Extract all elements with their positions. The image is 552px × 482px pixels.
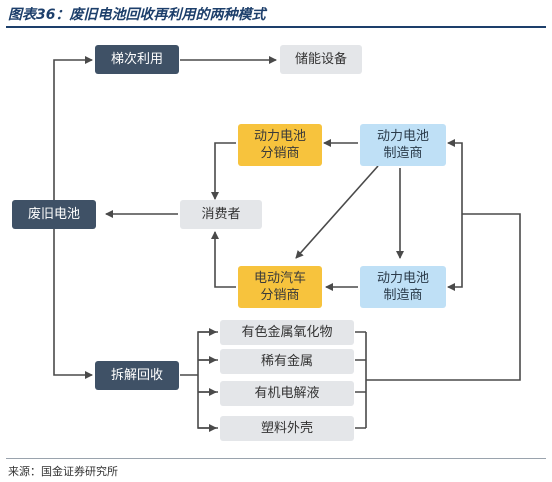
- node-cascade-use: 梯次利用: [95, 45, 179, 74]
- arrow-dismantle-to-products: [180, 331, 218, 429]
- node-battery-maker-top: 动力电池 制造商: [360, 124, 446, 166]
- node-energy-storage: 储能设备: [280, 45, 362, 74]
- source-note: 来源：国金证券研究所: [8, 465, 118, 478]
- node-consumer: 消费者: [180, 200, 262, 229]
- footer-rule: [6, 458, 546, 459]
- arrow-ev-distributor-to-consumer: [211, 231, 236, 288]
- arrow-maker-top-to-ev-distributor: [295, 165, 379, 259]
- arrow-loop-to-maker-top: [447, 139, 463, 214]
- arrow-distributor-to-consumer: [211, 142, 236, 200]
- arrow-loop-to-maker-bottom: [447, 214, 463, 291]
- arrow-waste-to-dismantle: [53, 228, 93, 379]
- node-organic-electrolyte: 有机电解液: [220, 381, 354, 406]
- arrow-waste-to-cascade: [53, 56, 93, 200]
- node-nonferrous-oxide: 有色金属氧化物: [220, 320, 354, 345]
- node-ev-distributor: 电动汽车 分销商: [238, 266, 322, 308]
- node-battery-maker-bottom: 动力电池 制造商: [360, 266, 446, 308]
- node-waste-battery: 废旧电池: [12, 200, 96, 229]
- title-rule: [6, 26, 546, 28]
- node-rare-metal: 稀有金属: [220, 349, 354, 374]
- node-dismantle-recycle: 拆解回收: [95, 361, 179, 390]
- node-plastic-shell: 塑料外壳: [220, 416, 354, 441]
- figure-title: 图表36：废旧电池回收再利用的两种模式: [8, 7, 266, 23]
- arrow-products-feedback: [355, 331, 367, 429]
- node-battery-distributor: 动力电池 分销商: [238, 124, 322, 166]
